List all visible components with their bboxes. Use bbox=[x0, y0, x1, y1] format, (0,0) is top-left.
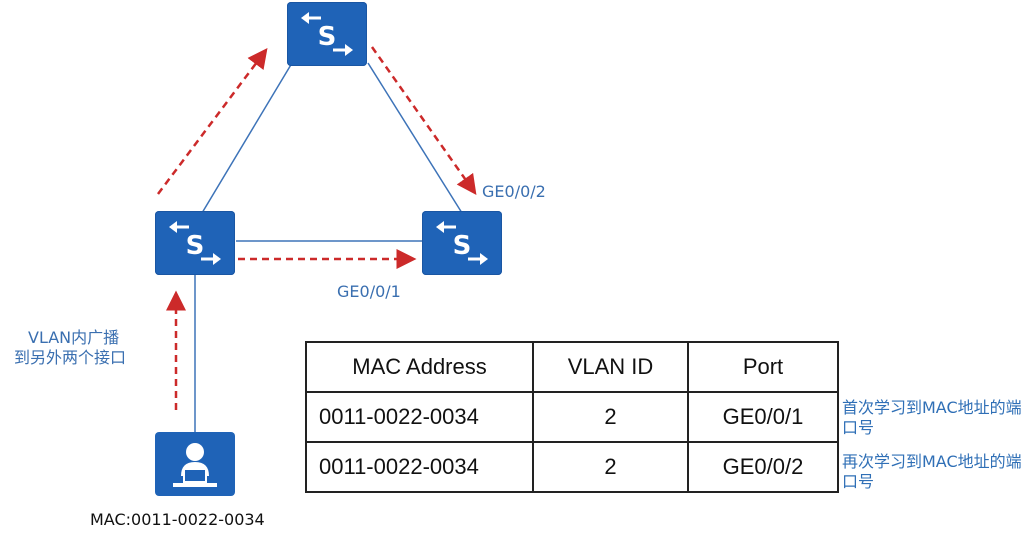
port-label-ge0-0-1: GE0/0/1 bbox=[337, 282, 401, 301]
cell-port: GE0/0/1 bbox=[687, 391, 839, 443]
switch-right[interactable]: S bbox=[422, 211, 502, 275]
svg-text:S: S bbox=[318, 22, 337, 52]
table-header-row: MAC Address VLAN ID Port bbox=[305, 341, 839, 393]
cell-vlan: 2 bbox=[532, 441, 689, 493]
cell-vlan: 2 bbox=[532, 391, 689, 443]
flow-arrow-left-to-top bbox=[157, 48, 268, 195]
svg-text:S: S bbox=[186, 231, 205, 261]
switch-icon: S bbox=[301, 12, 353, 56]
host-mac-label: MAC:0011-0022-0034 bbox=[90, 510, 265, 529]
table-row: 0011-0022-0034 2 GE0/0/2 bbox=[305, 441, 839, 493]
cell-port: GE0/0/2 bbox=[687, 441, 839, 493]
flow-arrow-top-to-right bbox=[370, 46, 477, 196]
header-vlan-id: VLAN ID bbox=[532, 341, 689, 393]
cell-mac: 0011-0022-0034 bbox=[305, 391, 534, 443]
broadcast-note-line2: 到另外两个接口 bbox=[14, 348, 127, 367]
port-label-ge0-0-2: GE0/0/2 bbox=[482, 182, 546, 201]
cell-mac: 0011-0022-0034 bbox=[305, 441, 534, 493]
broadcast-note: VLAN内广播 到另外两个接口 bbox=[14, 328, 126, 368]
svg-text:S: S bbox=[453, 231, 472, 261]
row-note-second: 再次学习到MAC地址的端口号 bbox=[842, 452, 1022, 491]
switch-icon: S bbox=[169, 221, 221, 265]
row-note-first: 首次学习到MAC地址的端口号 bbox=[842, 398, 1022, 437]
host-pc-icon bbox=[173, 443, 217, 487]
switch-icon: S bbox=[436, 221, 488, 265]
link-left-top bbox=[201, 62, 293, 214]
mac-address-table: MAC Address VLAN ID Port 0011-0022-0034 … bbox=[305, 341, 839, 493]
broadcast-note-line1: VLAN内广播 bbox=[28, 328, 120, 347]
switch-top[interactable]: S bbox=[287, 2, 367, 66]
link-top-right bbox=[367, 62, 463, 214]
table-row: 0011-0022-0034 2 GE0/0/1 bbox=[305, 391, 839, 443]
header-port: Port bbox=[687, 341, 839, 393]
switch-left[interactable]: S bbox=[155, 211, 235, 275]
host-pc[interactable] bbox=[155, 432, 235, 496]
header-mac-address: MAC Address bbox=[305, 341, 534, 393]
